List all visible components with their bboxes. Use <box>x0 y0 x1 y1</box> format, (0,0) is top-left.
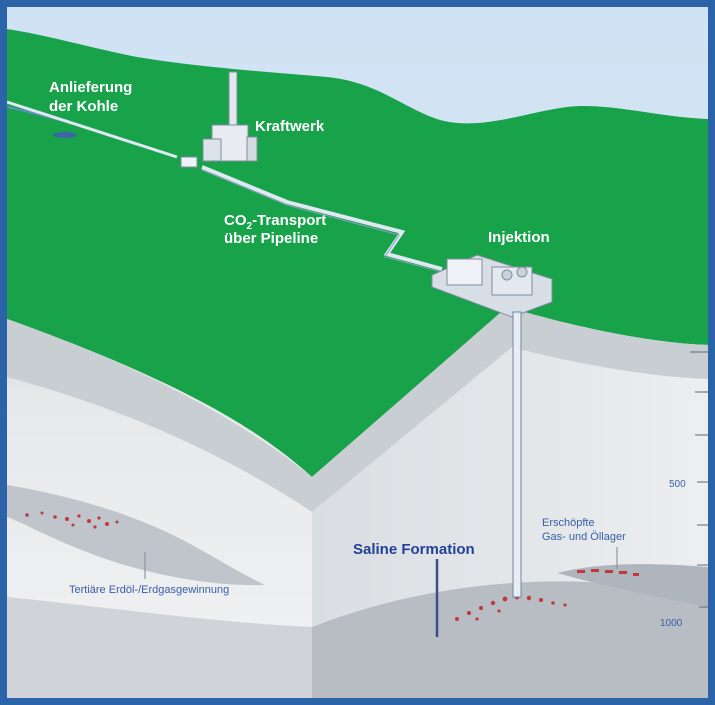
depleted-reservoir-label-1: Erschöpfte <box>542 517 595 529</box>
power-plant-icon <box>202 71 258 162</box>
co2-subscript: 2 <box>247 221 253 232</box>
depth-500-label: 500 <box>669 479 686 490</box>
ground-surface <box>7 29 708 477</box>
tertiary-oil-label: Tertiäre Erdöl-/Erdgasgewinnung <box>69 584 229 596</box>
injection-label: Injektion <box>488 229 550 246</box>
injection-station-icon <box>431 254 553 318</box>
co2-transport-label: CO2-Transport <box>224 212 326 232</box>
co2-prefix: CO <box>224 212 247 229</box>
power-plant-label: Kraftwerk <box>255 118 325 135</box>
front-top-shade <box>7 319 312 512</box>
rock-layer-bottom <box>312 581 708 698</box>
co2-suffix: -Transport <box>252 212 326 229</box>
injection-well <box>512 311 522 598</box>
block-front-face <box>7 319 312 698</box>
ccs-diagram: Anlieferung der Kohle Kraftwerk CO2-Tran… <box>7 7 708 698</box>
depleted-reservoir <box>557 564 708 607</box>
coal-delivery-label-2: der Kohle <box>49 98 118 115</box>
co2-pipeline <box>201 165 443 271</box>
tertiary-reservoir <box>7 485 265 586</box>
coal-ship-icon <box>53 132 77 138</box>
truck-icon <box>180 156 198 168</box>
depleted-reservoir-label-2: Gas- und Öllager <box>542 531 626 543</box>
depth-1000-label: 1000 <box>660 618 683 629</box>
saline-formation-label: Saline Formation <box>353 541 475 558</box>
coal-transport-line <box>7 100 178 159</box>
rock-layer-bottom-front <box>7 597 312 698</box>
tertiary-oil-dots <box>25 511 119 529</box>
depleted-oil-dots <box>577 569 639 576</box>
pipeline-label: über Pipeline <box>224 230 318 247</box>
co2-pipeline-edge <box>201 169 443 273</box>
depth-scale <box>690 351 708 608</box>
coal-delivery-label-1: Anlieferung <box>49 79 132 96</box>
side-top-shade <box>312 307 708 512</box>
